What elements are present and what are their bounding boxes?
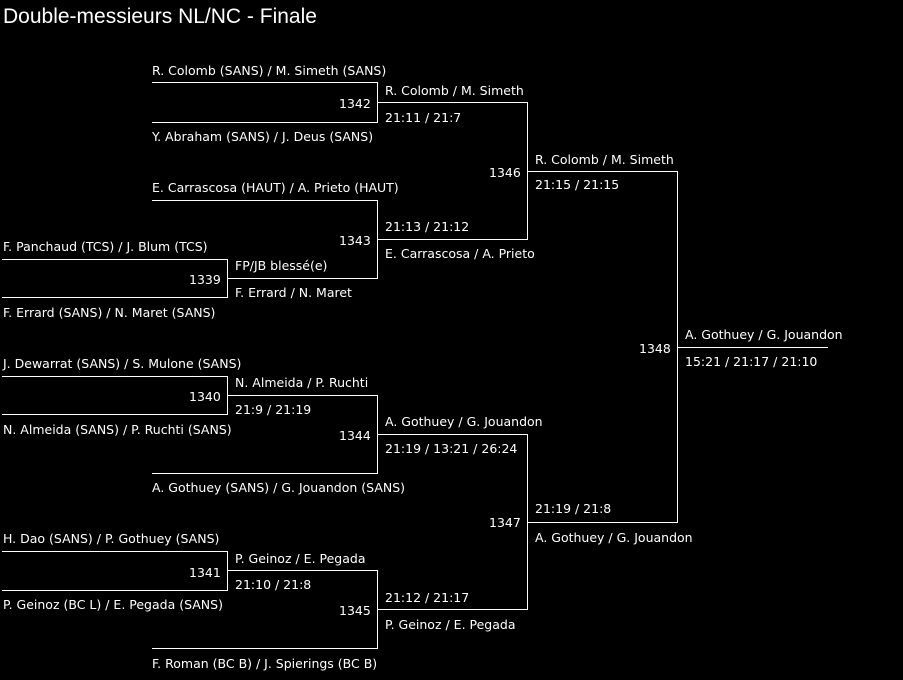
player-name: N. Almeida (SANS) / P. Ruchti (SANS) [3, 422, 232, 437]
winner-name: A. Gothuey / G. Jouandon [535, 530, 693, 545]
winner-name: P. Geinoz / E. Pegada [385, 617, 516, 632]
match-number: 1346 [489, 165, 521, 180]
bracket-line [378, 434, 528, 435]
player-name: F. Roman (BC B) / J. Spierings (BC B) [152, 656, 378, 671]
winner-name: N. Almeida / P. Ruchti [235, 375, 369, 390]
bracket-line [152, 648, 378, 649]
match-number: 1343 [339, 233, 371, 248]
winner-name: R. Colomb / M. Simeth [385, 83, 524, 98]
bracket-line [227, 551, 228, 590]
bracket-line [2, 259, 228, 260]
match-score: 21:13 / 21:12 [385, 219, 470, 234]
winner-name: P. Geinoz / E. Pegada [235, 551, 366, 566]
match-score: 21:9 / 21:19 [235, 402, 312, 417]
bracket-line [527, 434, 528, 609]
bracket-line [152, 82, 378, 83]
match-score: 21:11 / 21:7 [385, 110, 462, 125]
champion-name: A. Gothuey / G. Jouandon [685, 327, 843, 342]
bracket-line [152, 473, 378, 474]
match-score: 21:19 / 13:21 / 26:24 [385, 441, 518, 456]
bracket-line [228, 395, 378, 396]
page-title: Double-messieurs NL/NC - Finale [3, 5, 317, 28]
player-name: J. Dewarrat (SANS) / S. Mulone (SANS) [3, 356, 242, 371]
match-number: 1344 [339, 428, 371, 443]
final-score: 15:21 / 21:17 / 21:10 [685, 354, 818, 369]
match-number: 1341 [189, 565, 221, 580]
bracket-line [2, 297, 228, 298]
bracket-line [2, 414, 228, 415]
bracket-line [377, 570, 378, 648]
bracket-line [378, 609, 528, 610]
match-number: 1348 [639, 341, 671, 356]
bracket-line [678, 347, 828, 348]
bracket-line [378, 239, 528, 240]
bracket-line [377, 82, 378, 122]
bracket-line [228, 570, 378, 571]
match-number: 1347 [489, 515, 521, 530]
match-number: 1342 [339, 96, 371, 111]
match-number: 1340 [189, 389, 221, 404]
player-name: F. Errard (SANS) / N. Maret (SANS) [3, 305, 216, 320]
player-name: E. Carrascosa (HAUT) / A. Prieto (HAUT) [152, 180, 399, 195]
bracket-line [227, 259, 228, 297]
bracket-line [2, 590, 228, 591]
bracket-line [152, 200, 378, 201]
bracket-line [2, 551, 228, 552]
bracket-line [677, 171, 678, 522]
player-name: P. Geinoz (BC L) / E. Pegada (SANS) [3, 597, 223, 612]
match-score: 21:12 / 21:17 [385, 590, 470, 605]
bracket-line [528, 171, 678, 172]
bracket-line [377, 200, 378, 278]
winner-name: E. Carrascosa / A. Prieto [385, 246, 535, 261]
bracket-line [378, 102, 528, 103]
player-name: R. Colomb (SANS) / M. Simeth (SANS) [152, 63, 387, 78]
player-name: F. Panchaud (TCS) / J. Blum (TCS) [3, 239, 208, 254]
match-score: FP/JB blessé(e) [235, 258, 328, 273]
player-name: H. Dao (SANS) / P. Gothuey (SANS) [3, 531, 220, 546]
winner-name: F. Errard / N. Maret [235, 285, 352, 300]
bracket-line [152, 122, 378, 123]
player-name: A. Gothuey (SANS) / G. Jouandon (SANS) [152, 480, 406, 495]
match-score: 21:15 / 21:15 [535, 177, 620, 192]
bracket-line [528, 522, 678, 523]
winner-name: A. Gothuey / G. Jouandon [385, 414, 543, 429]
winner-name: R. Colomb / M. Simeth [535, 152, 674, 167]
bracket-line [227, 376, 228, 414]
match-score: 21:19 / 21:8 [535, 501, 612, 516]
bracket-line [228, 278, 378, 279]
match-number: 1339 [189, 272, 221, 287]
player-name: Y. Abraham (SANS) / J. Deus (SANS) [152, 129, 374, 144]
bracket-line [377, 395, 378, 473]
match-score: 21:10 / 21:8 [235, 577, 312, 592]
match-number: 1345 [339, 603, 371, 618]
bracket-line [2, 376, 228, 377]
bracket-line [527, 102, 528, 239]
